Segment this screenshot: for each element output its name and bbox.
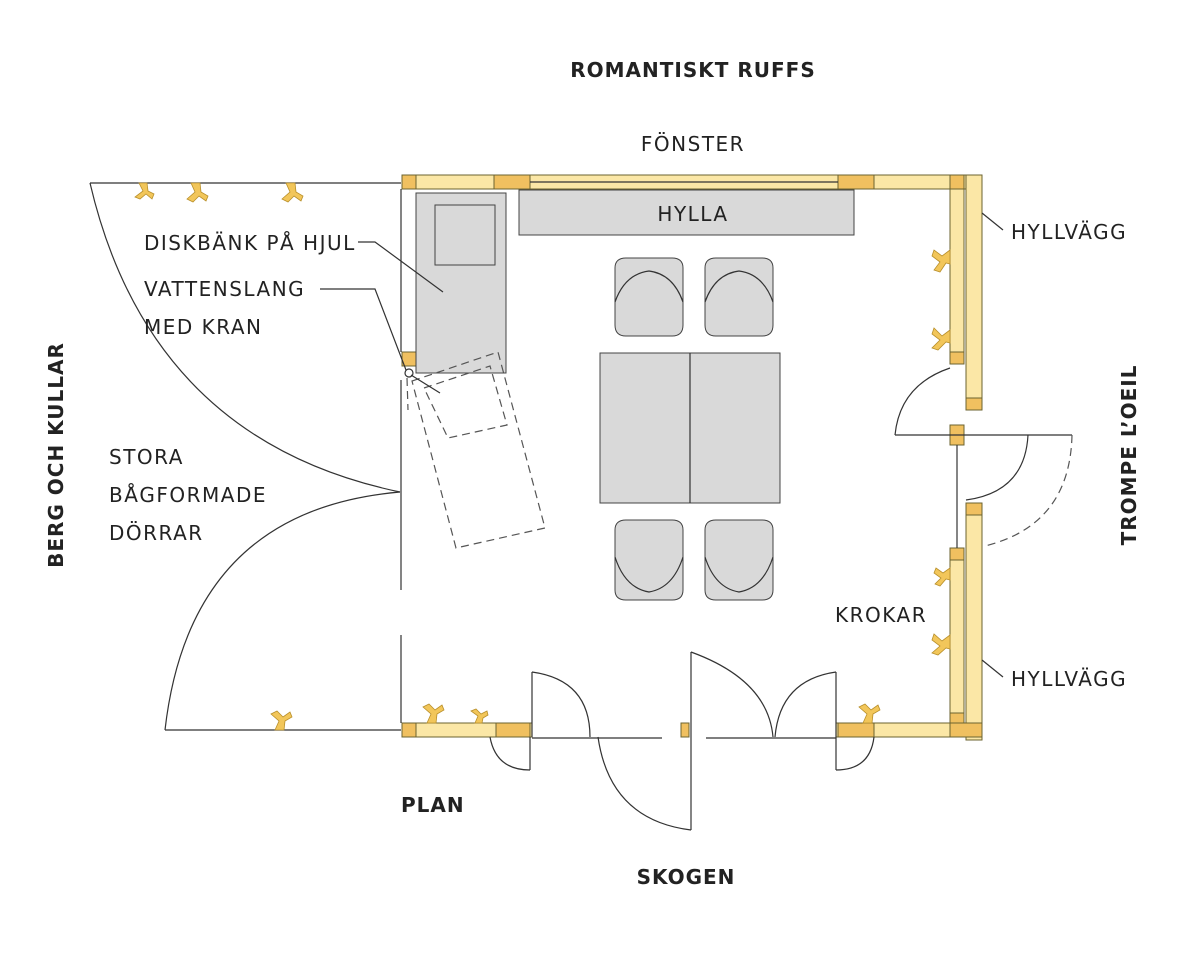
label-skogen: SKOGEN [637,865,736,889]
hook [281,182,304,203]
leader-vattenslang [320,288,407,371]
top-wall [401,174,983,190]
hook [134,182,155,200]
dining-table [599,352,781,504]
leader-hyllvagg-bottom [981,659,1004,678]
label-berg-och-kullar: BERG OCH KULLAR [44,342,68,568]
label-vattenslang-line2: MED KRAN [144,315,263,339]
label-trompe-loeil: TROMPE L’OEIL [1117,365,1141,546]
label-plan: PLAN [401,793,465,817]
hook [933,567,951,587]
label-vattenslang-line1: VATTENSLANG [144,277,305,301]
sink-on-wheels [411,192,546,549]
hook [931,327,951,351]
chair-bottom-left [614,519,684,601]
bottom-wall [401,722,983,739]
hook [470,708,489,724]
leader-diskbank [358,241,444,293]
chair-top-right [704,257,774,337]
hook [270,710,293,731]
hook [422,703,445,724]
right-wall-upper [949,174,983,446]
right-doors [894,367,1073,548]
label-hyllvagg-bottom: HYLLVÄGG [1011,667,1127,691]
plan-title: ROMANTISKT RUFFS [570,58,815,82]
chairs [614,257,774,601]
hook [858,703,881,724]
left-wall [400,189,417,723]
label-stora-line1: STORA [109,445,184,469]
chair-bottom-right [704,519,774,601]
right-wall-lower [949,502,983,741]
bottom-doors [489,651,875,831]
hook [931,249,951,273]
label-krokar: KROKAR [835,603,927,627]
hose-with-tap [404,368,441,411]
label-fonster: FÖNSTER [641,132,745,156]
label-diskbank: DISKBÄNK PÅ HJUL [144,231,356,255]
hook [186,182,209,203]
label-stora-line3: DÖRRAR [109,521,204,545]
label-hyllvagg-top: HYLLVÄGG [1011,220,1127,244]
chair-top-left [614,257,684,337]
hook [931,633,951,656]
shelf [518,189,855,236]
leader-hyllvagg-top [981,212,1004,231]
label-stora-line2: BÅGFORMADE [109,483,267,507]
hooks [134,182,951,731]
label-hylla: HYLLA [657,202,728,226]
